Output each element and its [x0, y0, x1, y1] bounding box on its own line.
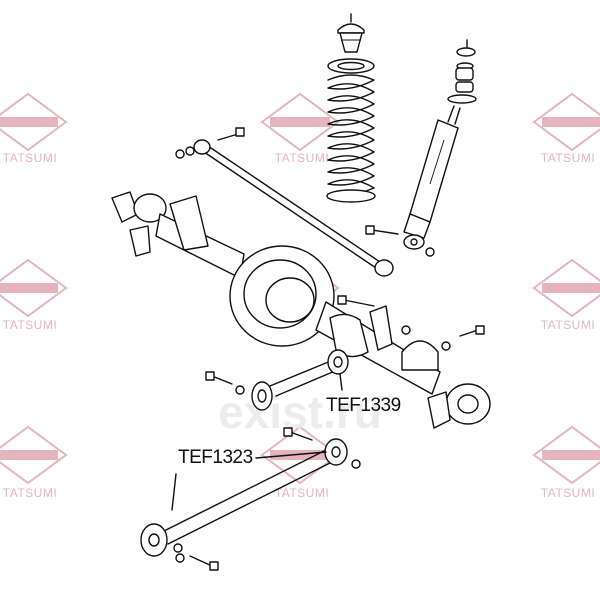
- part-label-upper-bushing: TEF1339: [326, 395, 401, 416]
- axle-bracket-bolt: [337, 295, 375, 307]
- watermark-logo-text: TMI: [560, 280, 584, 296]
- watermark-center-text: exist.ru: [218, 386, 382, 438]
- watermark-brand-text: TATSUMI: [541, 486, 595, 500]
- watermark-brand-text: TATSUMI: [275, 486, 329, 500]
- watermark-logo-text: TMI: [560, 447, 584, 463]
- leader-line-lower-arm: [171, 473, 177, 511]
- lateral-rod-bolt: [217, 127, 245, 141]
- bump-stop: [337, 13, 365, 53]
- leader-line-upper: [339, 373, 343, 391]
- watermark-logo-text: TMI: [560, 114, 584, 130]
- lower-control-arm: [140, 427, 361, 571]
- lower-arm-rear-bushing: [324, 438, 348, 466]
- watermark-logo-text: TMI: [16, 280, 40, 296]
- upper-arm-rear-bushing: [327, 349, 349, 375]
- watermark-logo-text: TMI: [288, 447, 312, 463]
- leader-line-lower: [255, 451, 327, 459]
- lower-arm-rear-bolt: [283, 427, 313, 441]
- shock-absorber: [365, 39, 477, 257]
- watermark-brand-text: TATSUMI: [3, 486, 57, 500]
- watermark-brand-text: TATSUMI: [275, 151, 329, 165]
- lower-arm-front-bushing: [140, 523, 168, 557]
- shock-lower-bolt: [365, 225, 399, 235]
- watermark-brand-text: TATSUMI: [3, 318, 57, 332]
- watermark-brand-text: TATSUMI: [541, 151, 595, 165]
- watermark-logo-text: TMI: [16, 114, 40, 130]
- axle-right-bolt: [459, 325, 485, 337]
- watermark-brand-text: TATSUMI: [3, 151, 57, 165]
- watermark-left: TMI TATSUMI TMI TATSUMI TMI TATSUMI: [0, 94, 66, 500]
- part-label-lower-bushing: TEF1323: [178, 447, 253, 468]
- upper-arm-bolt: [205, 371, 233, 385]
- rear-axle-housing: [111, 191, 491, 429]
- lower-arm-front-bolt: [189, 555, 219, 571]
- watermark-right: TMI TATSUMI TMI TATSUMI TMI TATSUMI: [534, 94, 600, 500]
- upper-control-arm: [205, 349, 349, 411]
- lateral-rod: [175, 127, 394, 277]
- watermark-logo-text: TMI: [16, 447, 40, 463]
- watermark-brand-text: TATSUMI: [541, 318, 595, 332]
- watermark-logo-text: TMI: [288, 114, 312, 130]
- upper-arm-front-bushing: [251, 381, 273, 411]
- coil-spring: [326, 58, 376, 203]
